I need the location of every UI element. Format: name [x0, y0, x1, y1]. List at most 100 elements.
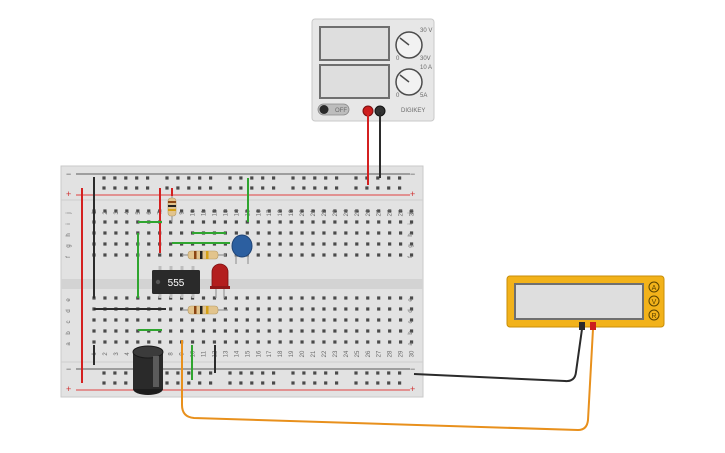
breadboard-hole[interactable]	[102, 381, 106, 385]
breadboard-hole[interactable]	[187, 371, 191, 375]
breadboard-hole[interactable]	[388, 318, 392, 322]
breadboard-hole[interactable]	[355, 231, 359, 235]
breadboard-hole[interactable]	[344, 296, 348, 300]
breadboard-hole[interactable]	[322, 209, 326, 213]
breadboard-hole[interactable]	[165, 381, 169, 385]
breadboard-hole[interactable]	[256, 209, 260, 213]
breadboard-hole[interactable]	[324, 186, 328, 190]
breadboard-hole[interactable]	[388, 209, 392, 213]
breadboard-hole[interactable]	[234, 318, 238, 322]
breadboard-hole[interactable]	[377, 296, 381, 300]
breadboard-hole[interactable]	[387, 371, 391, 375]
breadboard-hole[interactable]	[324, 381, 328, 385]
breadboard-hole[interactable]	[223, 329, 227, 333]
breadboard-hole[interactable]	[176, 381, 180, 385]
breadboard-hole[interactable]	[344, 340, 348, 344]
breadboard-hole[interactable]	[245, 340, 249, 344]
breadboard-hole[interactable]	[399, 329, 403, 333]
breadboard-hole[interactable]	[409, 329, 414, 333]
breadboard-hole[interactable]	[377, 220, 381, 224]
breadboard-hole[interactable]	[366, 242, 370, 246]
breadboard-hole[interactable]	[409, 231, 414, 235]
breadboard-hole[interactable]	[124, 176, 128, 180]
breadboard-hole[interactable]	[399, 231, 403, 235]
breadboard-hole[interactable]	[256, 307, 260, 311]
breadboard-hole[interactable]	[234, 209, 238, 213]
breadboard-hole[interactable]	[267, 231, 271, 235]
breadboard-hole[interactable]	[377, 209, 381, 213]
breadboard-hole[interactable]	[366, 318, 370, 322]
breadboard-hole[interactable]	[147, 296, 151, 300]
breadboard-hole[interactable]	[344, 231, 348, 235]
breadboard-hole[interactable]	[399, 253, 403, 257]
resistor[interactable]	[167, 196, 177, 222]
breadboard-hole[interactable]	[234, 296, 238, 300]
breadboard-hole[interactable]	[300, 253, 304, 257]
breadboard-hole[interactable]	[245, 318, 249, 322]
breadboard-hole[interactable]	[92, 318, 96, 322]
breadboard-hole[interactable]	[103, 209, 107, 213]
breadboard-hole[interactable]	[103, 318, 107, 322]
multimeter-black-lead[interactable]	[413, 328, 583, 383]
breadboard-hole[interactable]	[365, 176, 369, 180]
breadboard-hole[interactable]	[354, 176, 358, 180]
breadboard-hole[interactable]	[377, 307, 381, 311]
breadboard-hole[interactable]	[291, 371, 295, 375]
breadboard-hole[interactable]	[333, 307, 337, 311]
breadboard-hole[interactable]	[388, 340, 392, 344]
breadboard-hole[interactable]	[165, 176, 169, 180]
breadboard-hole[interactable]	[409, 242, 414, 246]
breadboard-hole[interactable]	[355, 296, 359, 300]
breadboard-hole[interactable]	[289, 340, 293, 344]
breadboard-hole[interactable]	[333, 242, 337, 246]
breadboard-hole[interactable]	[147, 231, 151, 235]
breadboard-hole[interactable]	[335, 371, 339, 375]
breadboard-hole[interactable]	[355, 242, 359, 246]
breadboard-hole[interactable]	[136, 329, 140, 333]
breadboard-hole[interactable]	[409, 318, 414, 322]
breadboard-hole[interactable]	[344, 329, 348, 333]
breadboard-hole[interactable]	[300, 329, 304, 333]
breadboard-hole[interactable]	[201, 318, 206, 322]
breadboard-hole[interactable]	[278, 220, 282, 224]
breadboard-hole[interactable]	[398, 381, 402, 385]
breadboard-hole[interactable]	[114, 253, 118, 257]
breadboard-hole[interactable]	[103, 242, 107, 246]
breadboard-hole[interactable]	[377, 231, 381, 235]
breadboard-hole[interactable]	[302, 371, 306, 375]
breadboard-hole[interactable]	[135, 176, 139, 180]
breadboard-hole[interactable]	[322, 296, 326, 300]
breadboard-hole[interactable]	[136, 220, 140, 224]
breadboard-hole[interactable]	[289, 329, 293, 333]
breadboard-hole[interactable]	[387, 381, 391, 385]
breadboard-hole[interactable]	[324, 176, 328, 180]
breadboard-hole[interactable]	[387, 186, 391, 190]
breadboard-hole[interactable]	[180, 231, 184, 235]
breadboard-hole[interactable]	[169, 318, 173, 322]
breadboard-hole[interactable]	[267, 307, 271, 311]
breadboard-hole[interactable]	[256, 231, 260, 235]
breadboard-hole[interactable]	[291, 176, 295, 180]
breadboard-hole[interactable]	[272, 381, 276, 385]
breadboard-hole[interactable]	[135, 186, 139, 190]
breadboard-hole[interactable]	[169, 231, 173, 235]
breadboard-hole[interactable]	[289, 220, 293, 224]
breadboard-hole[interactable]	[355, 209, 359, 213]
breadboard-hole[interactable]	[377, 253, 381, 257]
breadboard-hole[interactable]	[354, 381, 358, 385]
breadboard-hole[interactable]	[355, 329, 359, 333]
breadboard-hole[interactable]	[409, 340, 414, 344]
breadboard-hole[interactable]	[136, 340, 140, 344]
breadboard-hole[interactable]	[158, 253, 162, 257]
breadboard-hole[interactable]	[239, 371, 243, 375]
breadboard-hole[interactable]	[289, 242, 293, 246]
breadboard-hole[interactable]	[239, 176, 243, 180]
breadboard-hole[interactable]	[228, 186, 232, 190]
breadboard-hole[interactable]	[261, 371, 265, 375]
breadboard-hole[interactable]	[239, 186, 243, 190]
breadboard-hole[interactable]	[322, 318, 326, 322]
breadboard-hole[interactable]	[228, 176, 232, 180]
breadboard-hole[interactable]	[125, 329, 129, 333]
breadboard-hole[interactable]	[209, 381, 213, 385]
breadboard-hole[interactable]	[124, 186, 128, 190]
